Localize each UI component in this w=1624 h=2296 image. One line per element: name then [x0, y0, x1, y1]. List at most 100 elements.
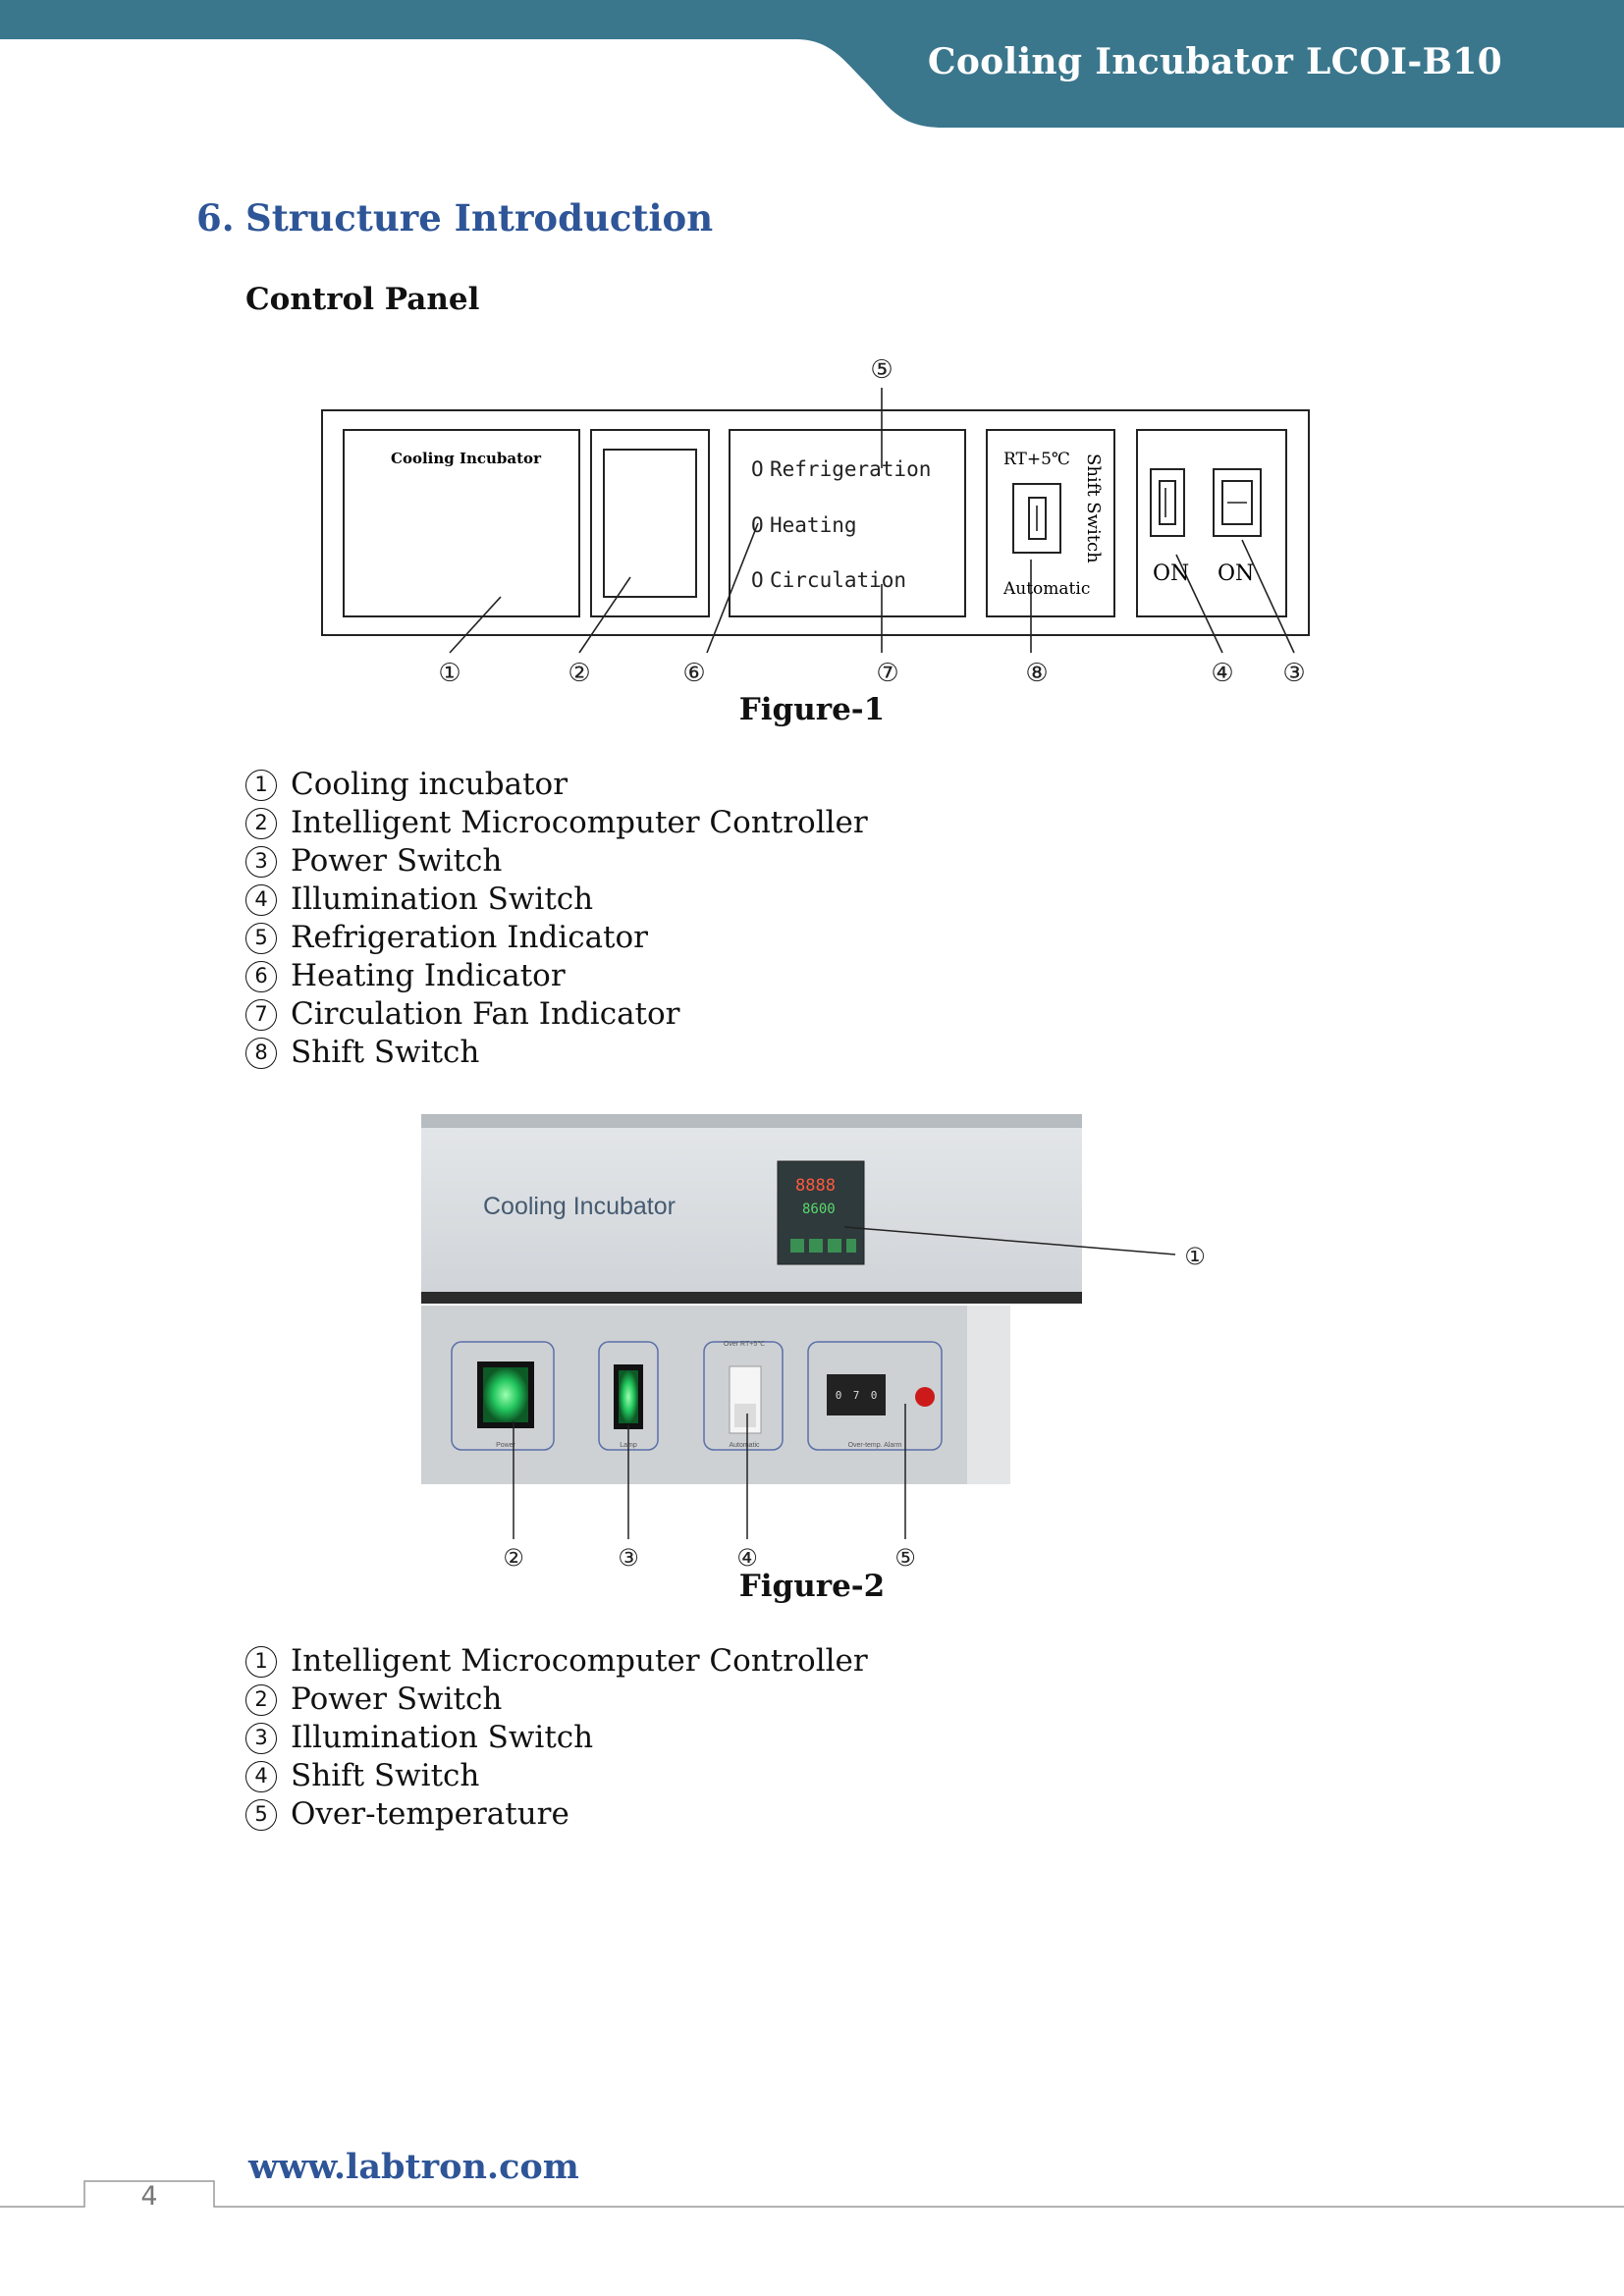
illumination-switch-body [1150, 468, 1185, 537]
shift-switch-box [986, 429, 1115, 617]
shift-switch-knob [1028, 497, 1047, 540]
section-number: 6. [196, 196, 235, 240]
callout-6: ⑥ [682, 659, 705, 688]
legend-number: 4 [245, 883, 277, 916]
photo-callout-2: ② [503, 1544, 524, 1571]
incubator-label-box [343, 429, 580, 617]
dial-digit-1: 0 [836, 1389, 842, 1402]
photo-callout-5: ⑤ [894, 1544, 916, 1571]
callout-3: ③ [1282, 659, 1305, 688]
callout-7: ⑦ [876, 659, 898, 688]
legend-text: Illumination Switch [291, 881, 594, 917]
indicator-bullet-heating: O [751, 513, 764, 537]
header-band [0, 0, 1624, 128]
dial-digit-3: 0 [871, 1389, 878, 1402]
legend-text: Intelligent Microcomputer Controller [291, 805, 868, 840]
legend-number: 4 [245, 1760, 277, 1792]
callout-5: ⑤ [870, 355, 893, 385]
list-item: 3 Power Switch [245, 842, 868, 881]
panel-title: Cooling Incubator [391, 450, 542, 467]
illumination-switch-knob [1159, 480, 1176, 525]
list-item: 3 Illumination Switch [245, 1719, 868, 1757]
legend-number: 5 [245, 1798, 277, 1831]
shift-top-photo-label: Over RT+5℃ [724, 1341, 765, 1348]
header-title: Cooling Incubator LCOI-B10 [927, 41, 1502, 82]
footer-url[interactable]: www.labtron.com [248, 2147, 579, 2187]
legend-text: Shift Switch [291, 1758, 480, 1793]
legend-number: 1 [245, 769, 277, 801]
figure-1-schematic: Cooling Incubator O Refrigeration O Heat… [321, 355, 1310, 688]
upper-photo [421, 1114, 1082, 1304]
shift-top-label: RT+5℃ [1003, 450, 1070, 469]
alarm-light [915, 1387, 935, 1407]
legend-number: 7 [245, 998, 277, 1031]
list-item: 1 Cooling incubator [245, 766, 868, 804]
indicator-refrigeration: Refrigeration [770, 457, 931, 481]
section-heading: 6.Structure Introduction [196, 196, 713, 240]
on-label-power: ON [1218, 561, 1254, 586]
legend-text: Heating Indicator [291, 958, 566, 993]
display-bottom: 8600 [802, 1201, 836, 1217]
legend-number: 1 [245, 1645, 277, 1678]
photo-callout-4: ④ [736, 1544, 758, 1571]
list-item: 2 Intelligent Microcomputer Controller [245, 804, 868, 842]
lower-label-power: Power [496, 1442, 516, 1449]
controller-box [590, 429, 710, 617]
legend-text: Power Switch [291, 843, 503, 879]
figure-1-caption: Figure-1 [738, 692, 886, 727]
list-item: 5 Refrigeration Indicator [245, 919, 868, 957]
footer-rule [0, 2180, 1624, 2208]
shift-bottom-label: Automatic [1002, 579, 1090, 599]
legend-text: Cooling incubator [291, 767, 568, 802]
lower-label-alarm: Over-temp. Alarm [848, 1442, 902, 1449]
page-number: 4 [140, 2181, 158, 2212]
power-switch-body [1213, 468, 1262, 537]
section-title: Structure Introduction [245, 196, 714, 240]
figure-1-legend: 1 Cooling incubator 2 Intelligent Microcom… [245, 766, 868, 1072]
legend-text: Refrigeration Indicator [291, 920, 648, 955]
legend-text: Power Switch [291, 1682, 503, 1717]
on-label-illumination: ON [1153, 561, 1189, 586]
dial-digit-2: 7 [853, 1389, 860, 1402]
legend-number: 3 [245, 845, 277, 878]
shift-side-label: Shift Switch [1083, 454, 1104, 563]
list-item: 4 Shift Switch [245, 1757, 868, 1795]
legend-number: 5 [245, 922, 277, 954]
list-item: 6 Heating Indicator [245, 957, 868, 995]
list-item: 5 Over-temperature [245, 1795, 868, 1834]
shift-switch-body [1012, 483, 1061, 554]
panel-outline [321, 409, 1310, 636]
indicator-circulation: Circulation [770, 568, 906, 592]
legend-text: Intelligent Microcomputer Controller [291, 1643, 868, 1679]
power-switch-box [1136, 429, 1287, 617]
alarm-dial [827, 1374, 886, 1415]
lower-label-automatic: Automatic [729, 1442, 760, 1449]
list-item: 7 Circulation Fan Indicator [245, 995, 868, 1034]
legend-number: 6 [245, 960, 277, 992]
callout-8: ⑧ [1025, 659, 1048, 688]
figure-2-photo: Cooling Incubator 8888 8600 0 7 0 Power … [421, 1114, 1206, 1571]
controller-screen [603, 449, 697, 598]
indicator-box [729, 429, 966, 617]
indicator-bullet-refrigeration: O [751, 457, 764, 481]
display-top: 8888 [795, 1176, 836, 1196]
legend-number: 2 [245, 1683, 277, 1716]
legend-text: Illumination Switch [291, 1720, 594, 1755]
control-panel-subheading: Control Panel [245, 282, 480, 317]
list-item: 2 Power Switch [245, 1681, 868, 1719]
legend-number: 3 [245, 1722, 277, 1754]
callout-1: ① [438, 659, 460, 688]
legend-text: Circulation Fan Indicator [291, 996, 680, 1032]
power-switch-knob [1221, 480, 1253, 525]
indicator-bullet-circulation: O [751, 568, 764, 592]
list-item: 4 Illumination Switch [245, 881, 868, 919]
figure-2-caption: Figure-2 [738, 1569, 886, 1604]
callout-4: ④ [1211, 659, 1233, 688]
photo-panel-title: Cooling Incubator [483, 1193, 676, 1220]
legend-text: Over-temperature [291, 1796, 569, 1832]
legend-number: 2 [245, 807, 277, 839]
photo-callout-1: ① [1184, 1243, 1206, 1270]
list-item: 1 Intelligent Microcomputer Controller [245, 1642, 868, 1681]
legend-number: 8 [245, 1037, 277, 1069]
